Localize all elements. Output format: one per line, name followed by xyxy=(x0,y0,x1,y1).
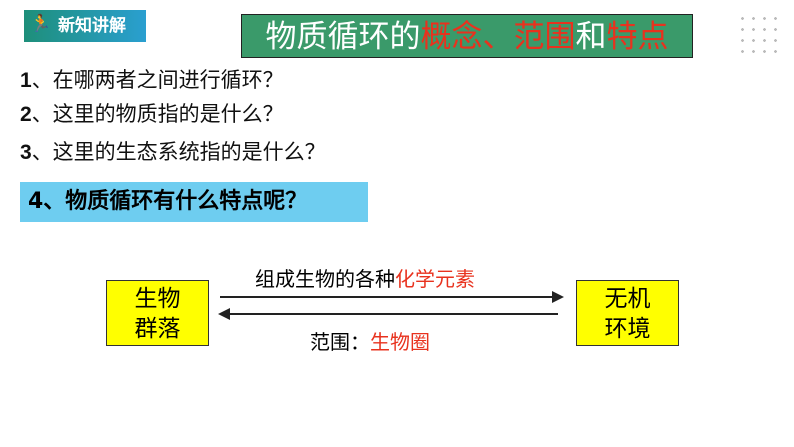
label-highlight: 化学元素 xyxy=(395,267,475,291)
box-line: 群落 xyxy=(134,316,181,342)
question-1: 1、在哪两者之间进行循环？ xyxy=(20,64,284,94)
label-highlight: 生物圈 xyxy=(370,330,430,354)
abiotic-environment-box: 无机环境 xyxy=(576,280,679,346)
biotic-community-box: 生物群落 xyxy=(106,280,209,346)
title-part: 和 xyxy=(575,19,607,55)
box-line: 环境 xyxy=(604,316,651,342)
box-line: 生物 xyxy=(134,286,181,312)
dot-grid-decoration xyxy=(737,13,781,53)
section-badge: 新知讲解 xyxy=(24,10,146,42)
title-part: 物质循环的 xyxy=(265,19,421,55)
right-arrow xyxy=(220,296,560,298)
question-number: 1 xyxy=(20,69,32,92)
bottom-arrow-label: 范围：生物圈 xyxy=(310,326,430,355)
question-text: 、这里的物质指的是什么？ xyxy=(31,102,284,126)
right-arrowhead-icon xyxy=(552,291,564,303)
question-text: 、在哪两者之间进行循环？ xyxy=(31,68,284,92)
left-arrowhead-icon xyxy=(218,308,230,320)
box-line: 无机 xyxy=(604,286,651,312)
title-part-highlight: 概念、范围 xyxy=(420,19,576,55)
top-arrow-label: 组成生物的各种化学元素 xyxy=(255,263,475,292)
question-text: 、这里的生态系统指的是什么？ xyxy=(31,140,326,164)
question-number: 2 xyxy=(20,103,32,126)
question-3: 3、这里的生态系统指的是什么？ xyxy=(20,136,326,166)
question-number: 3 xyxy=(20,141,32,164)
question-2: 2、这里的物质指的是什么？ xyxy=(20,98,284,128)
title-part-highlight: 特点 xyxy=(606,19,669,55)
runner-icon: 🏃 xyxy=(30,14,52,34)
label-text: 组成生物的各种 xyxy=(255,267,395,291)
slide-title: 物质循环的概念、范围和特点 xyxy=(241,14,693,58)
question-4-highlight: 4、物质循环有什么特点呢？ xyxy=(20,182,368,222)
label-text: 范围： xyxy=(310,330,370,354)
left-arrow xyxy=(222,313,558,315)
